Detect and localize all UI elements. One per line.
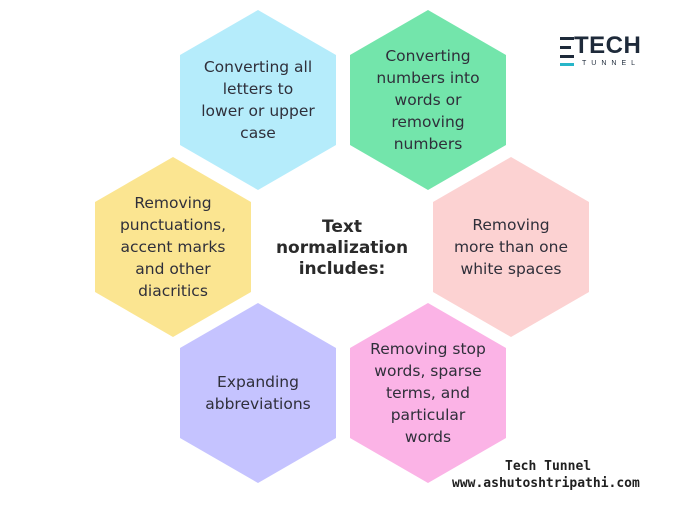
hexagon-removing-stop-words: Removing stop words, sparse terms, and p… — [350, 303, 506, 483]
footer-brand-name: Tech Tunnel — [505, 459, 592, 474]
logo-word: TECH — [574, 32, 642, 59]
hexagon-expanding-abbreviations: Expanding abbreviations — [180, 303, 336, 483]
footer-website-url: www.ashutoshtripathi.com — [452, 476, 640, 491]
hexagon-label: Removing punctuations, accent marks and … — [119, 194, 227, 300]
hexagon-label: Converting numbers into words or removin… — [376, 47, 480, 153]
hexagon-converting-numbers: Converting numbers into words or removin… — [350, 10, 506, 190]
logo-subtitle: TUNNEL — [582, 60, 641, 67]
hexagon-label: Expanding abbreviations — [205, 373, 311, 413]
hexagon-converting-case: Converting all letters to lower or upper… — [180, 10, 336, 190]
hexagon-removing-punctuation: Removing punctuations, accent marks and … — [95, 157, 251, 337]
hexagon-label: Removing more than one white spaces — [453, 216, 569, 278]
hexagon-label: Converting all letters to lower or upper… — [201, 58, 315, 142]
hexagon-removing-white-spaces: Removing more than one white spaces — [433, 157, 589, 337]
hexagon-label: Removing stop words, sparse terms, and p… — [370, 340, 486, 446]
logo-mark-icon — [560, 36, 574, 68]
tech-tunnel-logo: TECH TUNNEL — [560, 32, 650, 76]
center-title: Text normalization includes: — [275, 217, 409, 279]
